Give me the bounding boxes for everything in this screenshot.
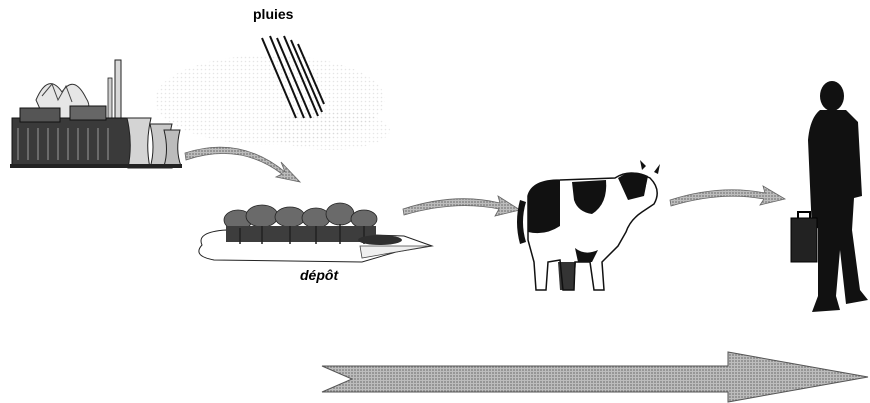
forest-deposit-icon [199,203,432,262]
cow-icon [517,160,660,290]
power-plant-icon [10,60,182,168]
emission-plume [155,55,390,150]
arrow-plant-to-deposit [185,147,300,182]
arrow-deposit-to-cow [403,196,520,216]
arrow-cow-to-human [670,186,785,206]
rain-label: pluies [253,6,293,22]
human-icon [791,81,868,312]
deposit-label: dépôt [300,267,338,283]
progression-arrow [322,352,868,402]
